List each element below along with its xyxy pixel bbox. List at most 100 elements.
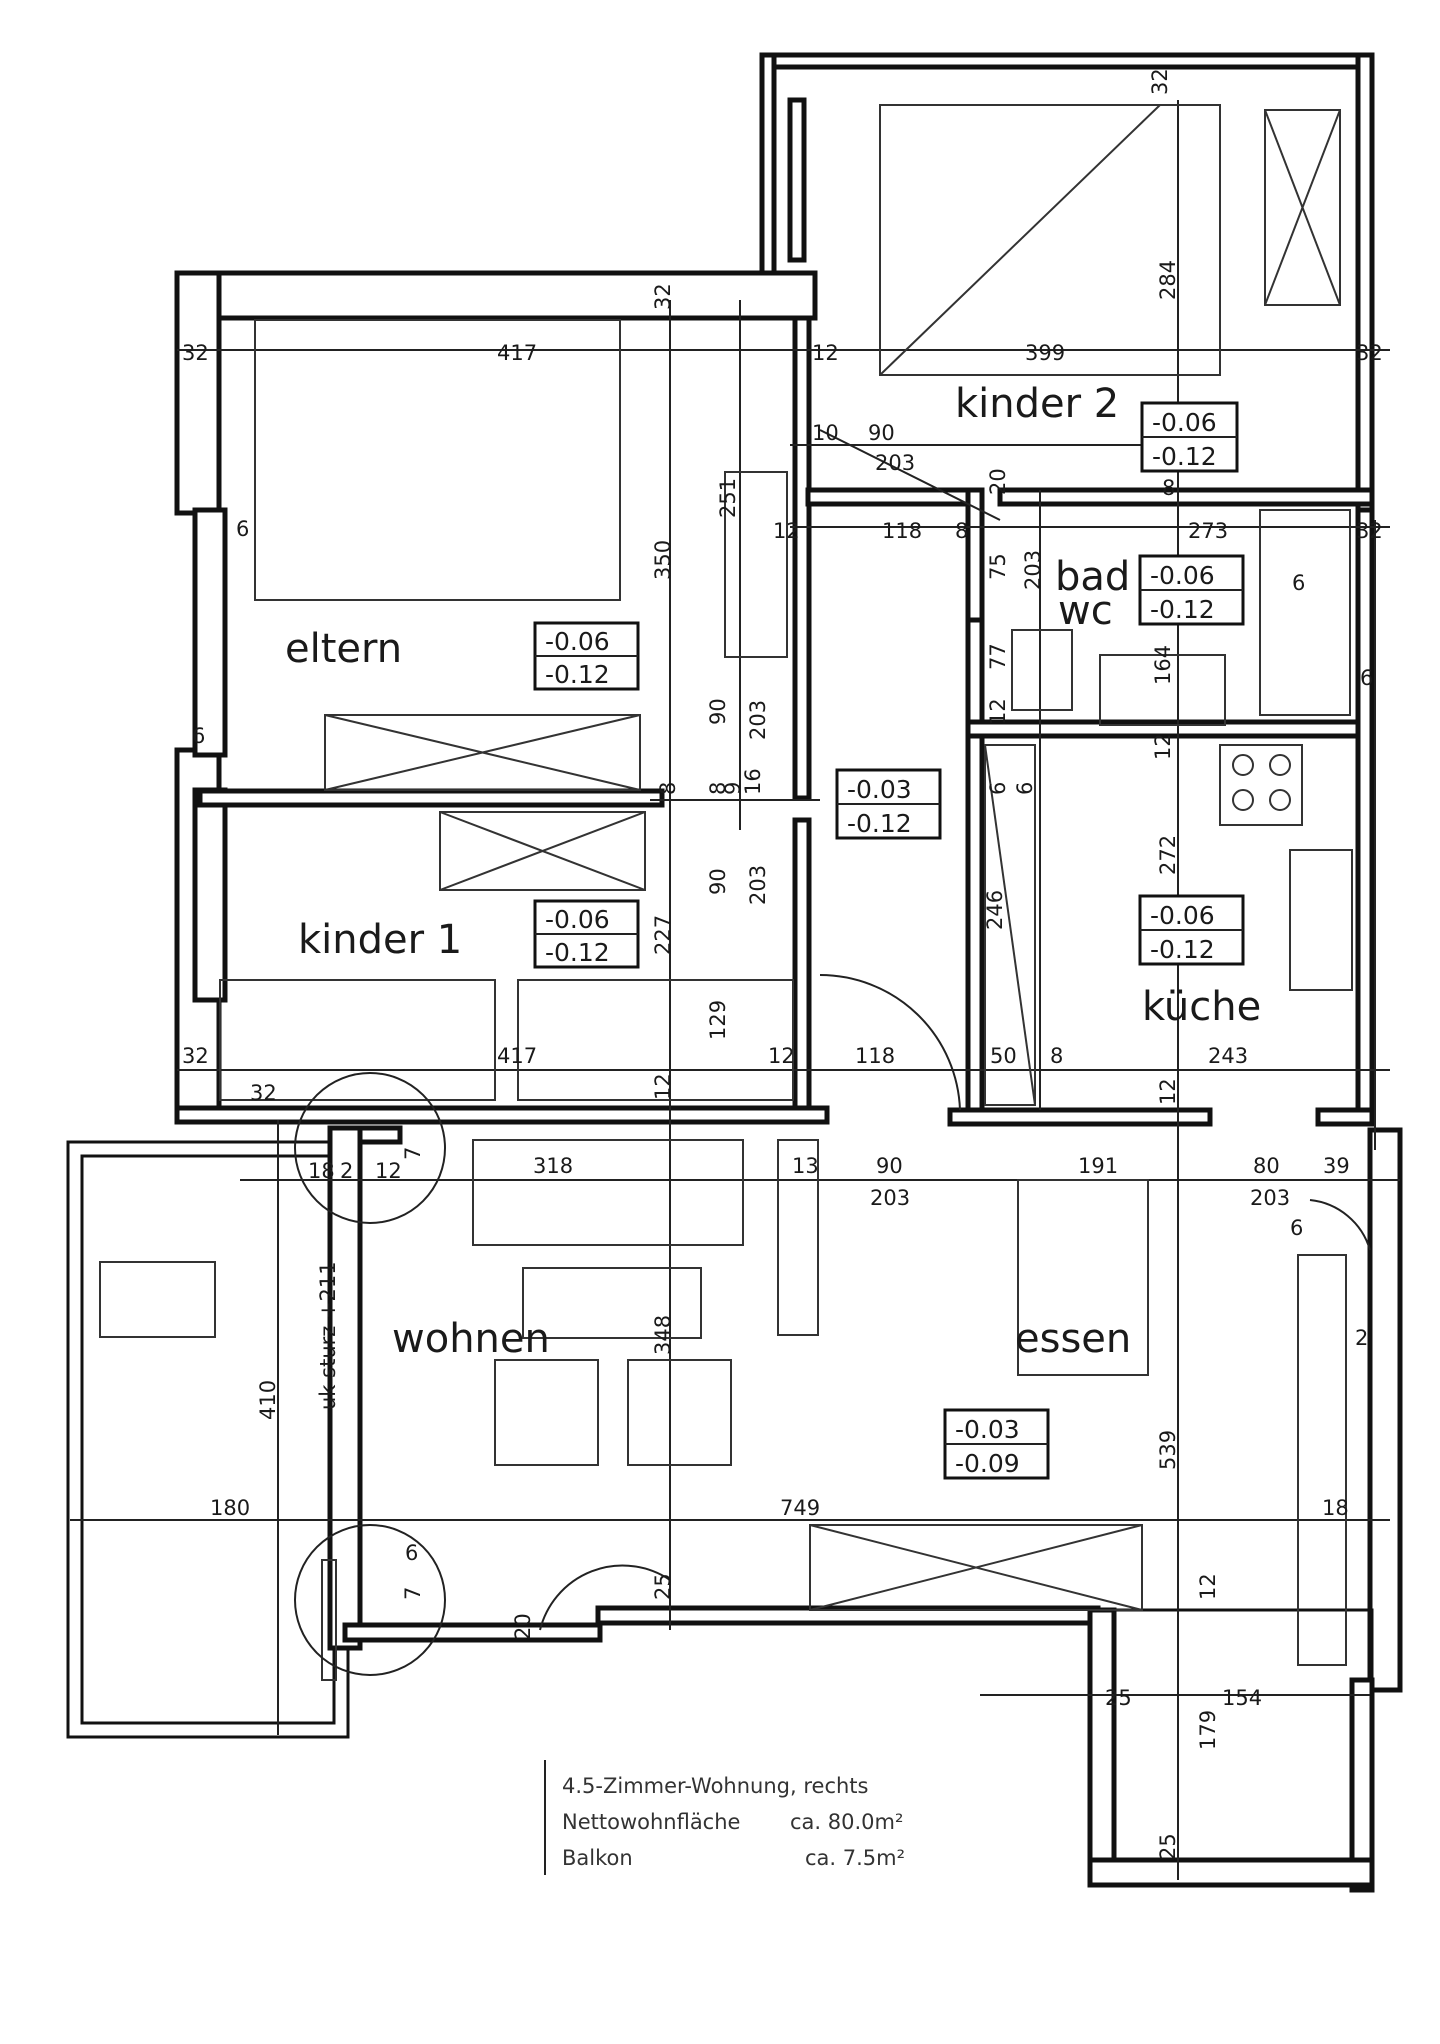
svg-text:-0.12: -0.12 [1150, 595, 1215, 624]
svg-text:32: 32 [1148, 68, 1172, 95]
svg-text:8: 8 [706, 782, 730, 795]
svg-text:203: 203 [746, 865, 770, 905]
svg-text:180: 180 [210, 1496, 250, 1520]
svg-text:90: 90 [706, 698, 730, 725]
legend-title: 4.5-Zimmer-Wohnung, rechts [562, 1774, 868, 1798]
door-swing-wohnen [539, 1564, 671, 1631]
wall-kueche-left [965, 733, 985, 1119]
svg-text:272: 272 [1156, 835, 1180, 875]
svg-text:749: 749 [780, 1496, 820, 1520]
svg-text:7: 7 [401, 1147, 425, 1160]
wall-window-kinder1 [192, 787, 228, 1003]
bathtub [1259, 509, 1351, 716]
svg-text:16: 16 [741, 768, 765, 795]
svg-text:12: 12 [1156, 1078, 1180, 1105]
wall-kueche-bottom [947, 1107, 1213, 1127]
wall-kinder2-right [1355, 52, 1375, 513]
svg-text:-0.06: -0.06 [545, 905, 610, 934]
svg-text:350: 350 [651, 540, 675, 580]
wall-right-mid [1355, 507, 1375, 1113]
svg-text:6: 6 [405, 1541, 418, 1565]
svg-text:12: 12 [1196, 1573, 1220, 1600]
svg-text:-0.12: -0.12 [545, 938, 610, 967]
coffee-table [522, 1267, 702, 1339]
svg-text:12: 12 [768, 1044, 795, 1068]
svg-text:32: 32 [182, 341, 209, 365]
svg-text:2: 2 [1355, 1326, 1368, 1350]
wardrobe-eltern-diag-b [324, 714, 641, 791]
legend-balcony-value: ca. 7.5m² [805, 1846, 905, 1870]
svg-text:-0.03: -0.03 [955, 1415, 1020, 1444]
wall-left-upper [174, 270, 222, 516]
kitchen-cabinet [984, 744, 1036, 1106]
svg-text:-0.06: -0.06 [1152, 408, 1217, 437]
svg-text:203: 203 [746, 700, 770, 740]
svg-text:13: 13 [792, 1154, 819, 1178]
level-box-eltern: -0.06 -0.12 [533, 621, 640, 691]
level-box-flur: -0.03 -0.12 [835, 768, 942, 840]
wall-kinder1-right [792, 817, 812, 1123]
room-kinder2: kinder 2 [955, 381, 1119, 427]
svg-text:-0.09: -0.09 [955, 1449, 1020, 1478]
room-bad: bad [1055, 554, 1130, 600]
bed-diag-kinder2 [879, 104, 1161, 376]
window-seat [809, 1524, 1143, 1611]
balcony-door [321, 1559, 337, 1681]
svg-text:129: 129 [706, 1000, 730, 1040]
wall-kinder2-left-outer [759, 52, 777, 276]
kitchen-table [1289, 849, 1353, 991]
room-essen: essen [1015, 1316, 1131, 1362]
svg-text:417: 417 [497, 341, 537, 365]
svg-text:12: 12 [1151, 733, 1175, 760]
door-swing-kinder1 [819, 974, 961, 1111]
svg-text:203: 203 [1021, 550, 1045, 590]
wall-wohnen-bottom-a [342, 1622, 603, 1643]
wall-kinder2-top [759, 52, 1375, 70]
wardrobe-kinder2 [1264, 109, 1341, 306]
svg-text:417: 417 [497, 1044, 537, 1068]
level-box-bad: -0.06 -0.12 [1138, 554, 1245, 626]
balcony-outline [66, 1140, 350, 1739]
room-wohnen: wohnen [392, 1316, 550, 1362]
toilet [1011, 629, 1073, 711]
sideboard [777, 1139, 819, 1336]
svg-text:348: 348 [651, 1315, 675, 1355]
svg-text:25: 25 [1105, 1686, 1132, 1710]
svg-text:6: 6 [236, 517, 249, 541]
svg-text:12: 12 [375, 1159, 402, 1183]
svg-text:6: 6 [192, 724, 205, 748]
svg-text:90: 90 [876, 1154, 903, 1178]
dimension-lines [70, 100, 1400, 1880]
level-box-kinder1: -0.06 -0.12 [533, 899, 640, 969]
svg-text:12: 12 [651, 1073, 675, 1100]
wardrobe-diag-b [1264, 109, 1341, 306]
wall-kueche-bottom-r [1315, 1107, 1375, 1127]
svg-text:-0.12: -0.12 [545, 660, 610, 689]
svg-text:8: 8 [1050, 1044, 1063, 1068]
level-box-kueche: -0.06 -0.12 [1138, 894, 1245, 966]
svg-text:203: 203 [875, 451, 915, 475]
window-seat-diag-b [809, 1524, 1143, 1611]
svg-text:18: 18 [308, 1159, 335, 1183]
burner-3 [1232, 789, 1254, 811]
cooktop [1219, 744, 1303, 826]
wall-eltern-kinder1 [197, 788, 665, 808]
svg-text:-0.12: -0.12 [847, 809, 912, 838]
svg-text:39: 39 [1323, 1154, 1350, 1178]
svg-text:8: 8 [656, 782, 680, 795]
washbasin [1099, 654, 1226, 726]
bed-eltern [254, 319, 621, 601]
cabinet-essen [1297, 1254, 1347, 1666]
svg-text:32: 32 [182, 1044, 209, 1068]
room-labels: kinder 2 eltern bad wc kinder 1 küche wo… [285, 381, 1261, 1362]
walls [66, 52, 1403, 1893]
svg-text:227: 227 [651, 915, 675, 955]
svg-text:50: 50 [990, 1044, 1017, 1068]
armchair-2 [627, 1359, 732, 1466]
svg-text:203: 203 [1250, 1186, 1290, 1210]
svg-text:32: 32 [1356, 519, 1383, 543]
burner-2 [1269, 754, 1291, 776]
svg-text:90: 90 [868, 421, 895, 445]
